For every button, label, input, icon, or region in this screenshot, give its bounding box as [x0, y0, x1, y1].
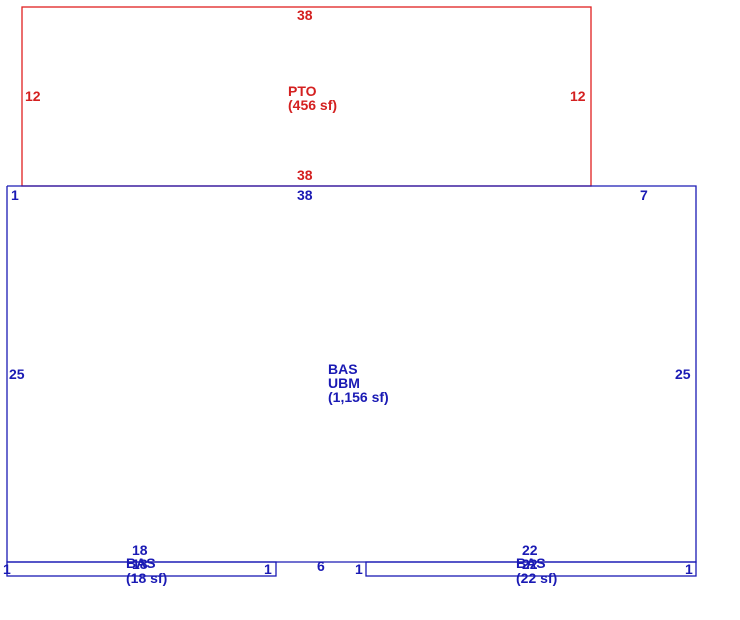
bas-area: (1,156 sf): [328, 389, 389, 405]
pto-dim-left: 12: [25, 88, 41, 104]
bas-left-dim-right: 1: [264, 561, 272, 577]
bas-dim-left: 25: [9, 366, 25, 382]
pto-area: (456 sf): [288, 97, 337, 113]
pto-dim-top: 38: [297, 7, 313, 23]
bas-dim-top-right: 7: [640, 187, 648, 203]
bas-right-area: (22 sf): [516, 570, 557, 586]
pto-dim-bottom: 38: [297, 167, 313, 183]
bas-dim-top-left: 1: [11, 187, 19, 203]
bas-right-dim-top: 22: [522, 542, 538, 558]
bas-left-overlap-code: 18: [132, 556, 148, 572]
bas-right-dim-left: 1: [355, 561, 363, 577]
bas-left-strip-outline: [6, 561, 277, 577]
pto-code: PTO: [288, 83, 317, 99]
bas-right-code: BAS: [516, 555, 546, 571]
bas-dim-top: 38: [297, 187, 313, 203]
bas-left-code: BAS: [126, 555, 156, 571]
bas-left-dim-left: 1: [3, 561, 11, 577]
bas-right-overlap-code: 22: [522, 556, 538, 572]
ubm-code: UBM: [328, 375, 360, 391]
bas-left-dim-top: 18: [132, 542, 148, 558]
bas-left-area: (18 sf): [126, 570, 167, 586]
bas-dim-right: 25: [675, 366, 691, 382]
bas-right-strip-outline: [365, 561, 697, 577]
pto-dim-right: 12: [570, 88, 586, 104]
bas-code: BAS: [328, 361, 358, 377]
bas-right-dim-right: 1: [685, 561, 693, 577]
bas-dim-gap: 6: [317, 558, 325, 574]
